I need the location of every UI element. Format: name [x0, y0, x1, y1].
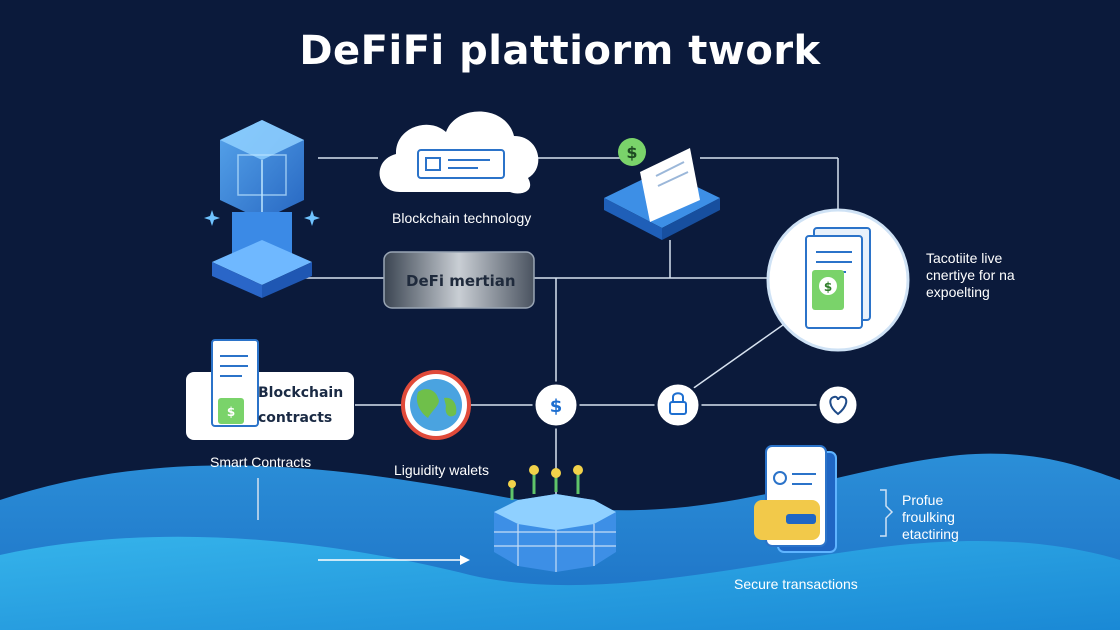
label-secure-transactions: Secure transactions	[734, 576, 858, 592]
sparkle-icon	[204, 210, 220, 226]
page-title: DeFiFi plattiorm twork	[299, 28, 821, 74]
sparkle-icon	[304, 210, 320, 226]
right-desc-line-3: expoelting	[926, 284, 990, 300]
label-blockchain-technology: Blockchain technology	[392, 210, 532, 226]
card-label-contracts: contracts	[258, 410, 333, 426]
card-label-blockchain: Blockchain	[258, 385, 344, 401]
connection-lines	[257, 157, 839, 520]
payment-card-tray-icon: $	[604, 138, 720, 240]
document-money-icon: $	[766, 208, 910, 352]
secure-card-stack-icon	[754, 445, 837, 553]
heart-icon	[816, 383, 860, 427]
svg-text:$: $	[227, 405, 235, 419]
svg-text:$: $	[550, 396, 563, 417]
dollar-icon: $	[532, 381, 580, 429]
cloud-server-icon	[379, 111, 539, 194]
svg-text:$: $	[626, 143, 637, 162]
profue-line-3: etactiring	[902, 526, 959, 542]
defi-pill-label: DeFi mertian	[406, 272, 516, 290]
globe-icon	[401, 370, 471, 440]
label-smart-contracts: Smart Contracts	[210, 454, 312, 470]
wave-front	[0, 536, 1120, 630]
right-desc-line-1: Tacotiite live	[926, 250, 1003, 266]
cube-tower-icon	[212, 120, 312, 298]
defi-pill	[383, 251, 535, 309]
smart-contract-card-icon: $	[186, 339, 354, 440]
right-desc-line-2: cnertiye for na	[926, 267, 1015, 283]
svg-text:$: $	[824, 280, 832, 294]
lock-icon	[654, 381, 702, 429]
profue-line-1: Profue	[902, 492, 944, 508]
label-liquidity: Liguidity walets	[394, 462, 489, 478]
network-globe-icon	[494, 465, 616, 572]
arrow-head	[460, 555, 470, 565]
bracket	[880, 489, 894, 537]
profue-line-2: froulking	[902, 509, 955, 525]
